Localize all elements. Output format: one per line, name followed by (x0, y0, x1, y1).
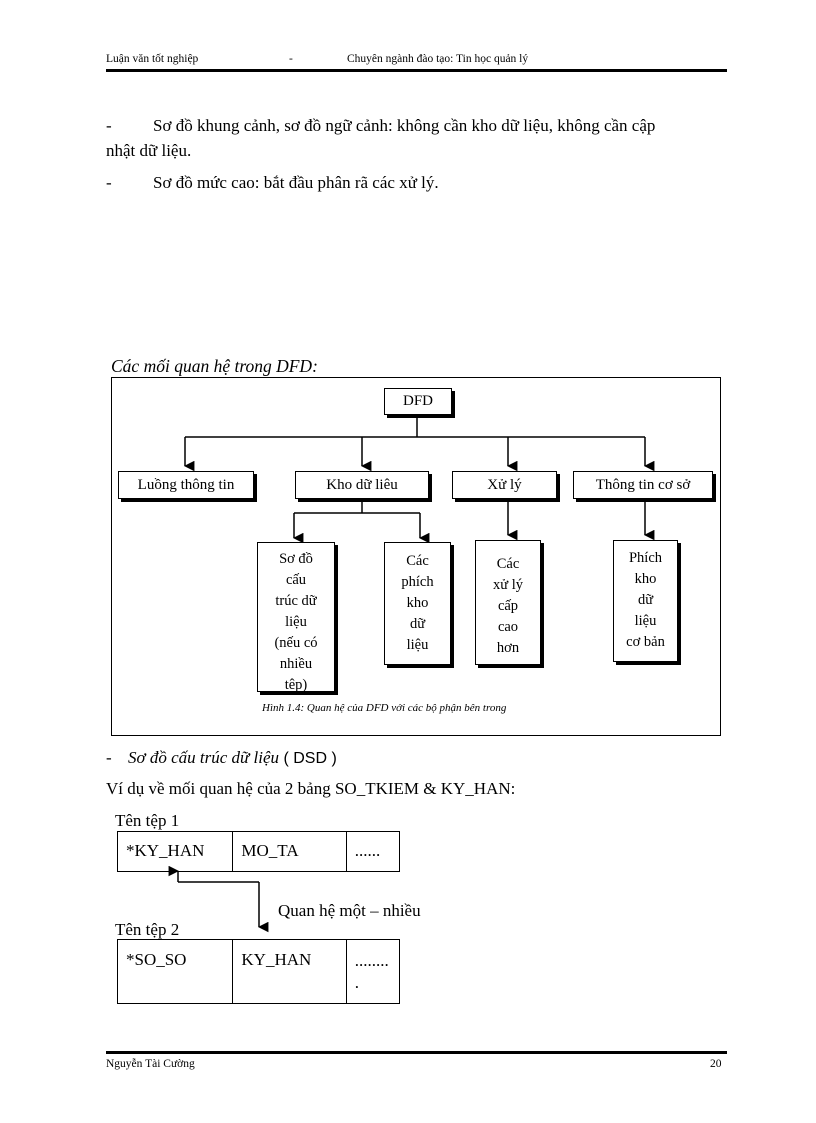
leaf-line: liệu (285, 614, 307, 630)
file1-cell: MO_TA (232, 831, 347, 872)
leaf-line: kho (634, 571, 657, 587)
bullet-1-line-1: Sơ đồ khung cảnh, sơ đồ ngữ cảnh: không … (153, 116, 656, 135)
dfd-leaf-phich-kho: Phích kho dữ liệu cơ bản (613, 540, 678, 662)
dfd-diagram-frame (111, 377, 721, 736)
bullet-2-text: Sơ đồ mức cao: bắt đầu phân rã các xử lý… (153, 173, 439, 192)
leaf-line: Sơ đồ (279, 551, 313, 567)
dfd-label-thong-tin-co-so: Thông tin cơ sở (595, 477, 691, 493)
file1-cell: *KY_HAN (116, 831, 234, 872)
relation-label: Quan hệ một – nhiều (278, 901, 421, 920)
header-right: Chuyên ngành đào tạo: Tin học quản lý (347, 53, 529, 65)
bullet-1-line-2: nhật dữ liệu. (106, 141, 192, 160)
file1-table: *KY_HAN MO_TA ...... (116, 831, 401, 872)
figure-caption: Hình 1.4: Quan hệ của DFD với các bộ phậ… (262, 702, 507, 714)
leaf-line: (nếu có (274, 635, 318, 651)
dfd-root-label: DFD (402, 393, 433, 409)
file2-cell-ellipsis: ........ . (345, 939, 401, 1004)
leaf-line: cấu (285, 572, 307, 588)
dfd-root-box: DFD (384, 388, 452, 415)
dsd-example-text: Ví dụ về mối quan hệ của 2 bảng SO_TKIEM… (106, 779, 516, 798)
dfd-box-luong-thong-tin: Luồng thông tin (118, 471, 254, 499)
leaf-line: Các (406, 553, 429, 569)
file1-cell: ...... (345, 831, 401, 872)
dsd-heading: Sơ đồ cấu trúc dữ liệu ( DSD ) (128, 745, 337, 771)
leaf-line: têp) (284, 677, 308, 692)
file2-cell: *SO_SO (116, 939, 234, 1004)
leaf-line: dữ (409, 616, 426, 632)
leaf-line: liệu (634, 613, 657, 629)
dfd-section-title: Các mối quan hệ trong DFD: (111, 356, 318, 376)
dsd-title: Sơ đồ cấu trúc dữ liệu (128, 748, 280, 767)
header-dash: - (289, 53, 293, 65)
leaf-line: kho (406, 595, 429, 611)
footer-rule (106, 1051, 727, 1054)
leaf-line: xử lý (492, 577, 523, 593)
leaf-line: Phích (628, 550, 663, 566)
leaf-line: cấp (497, 598, 519, 614)
file2-table: *SO_SO KY_HAN ........ . (116, 939, 401, 1004)
dfd-box-thong-tin-co-so: Thông tin cơ sở (573, 471, 713, 499)
leaf-line: liệu (406, 637, 429, 653)
file2-label: Tên tệp 2 (115, 920, 180, 939)
file2-cell-line: ........ (354, 951, 389, 970)
dfd-box-kho-du-lieu: Kho dữ liêu (295, 471, 429, 499)
footer-page-number: 20 (710, 1058, 722, 1070)
dfd-leaf-cac-xu-ly: Các xử lý cấp cao hơn (475, 540, 541, 665)
file2-cell: KY_HAN (232, 939, 347, 1004)
file2-cell-line: . (354, 973, 360, 992)
file1-label: Tên tệp 1 (115, 811, 180, 830)
bullet-2-dash: - (106, 173, 112, 192)
leaf-line: trúc dữ (275, 593, 317, 609)
header-left: Luận văn tốt nghiệp (106, 53, 199, 65)
dfd-label-xu-ly: Xử lý (487, 477, 522, 493)
leaf-line: cơ bản (626, 634, 665, 650)
leaf-line: phích (401, 574, 434, 590)
leaf-line: Các (496, 556, 520, 572)
footer-author: Nguyễn Tài Cường (106, 1058, 195, 1070)
dfd-leaf-cac-phich: Các phích kho dữ liệu (384, 542, 451, 665)
header-rule (106, 69, 727, 72)
dfd-box-xu-ly: Xử lý (452, 471, 557, 499)
dsd-dash: - (106, 748, 112, 767)
leaf-line: cao (497, 619, 519, 635)
leaf-line: nhiều (279, 656, 313, 672)
dsd-abbr: ( DSD ) (279, 750, 337, 767)
dfd-label-luong-thong-tin: Luồng thông tin (137, 477, 235, 493)
leaf-line: dữ (637, 592, 654, 608)
leaf-line: hơn (496, 640, 520, 656)
dfd-label-kho-du-lieu: Kho dữ liêu (326, 477, 398, 493)
dfd-leaf-so-do-cau-truc: Sơ đồ cấu trúc dữ liệu (nếu có nhiều têp… (257, 542, 335, 692)
bullet-1-dash: - (106, 116, 112, 135)
